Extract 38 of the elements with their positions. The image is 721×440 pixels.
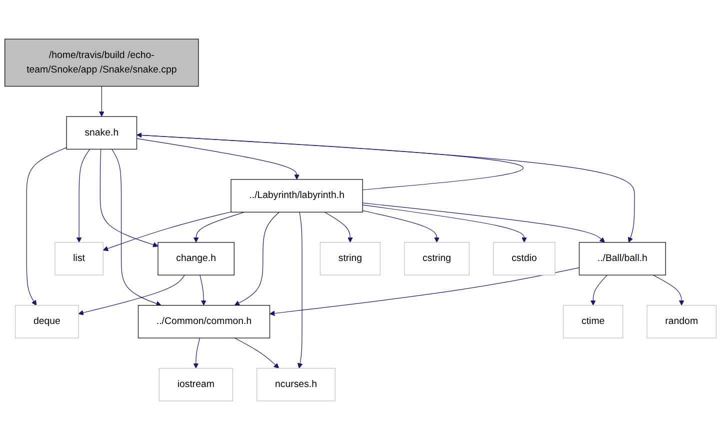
arrow bbox=[136, 138, 300, 180]
arrow bbox=[136, 134, 635, 243]
node-box: change.h bbox=[158, 242, 234, 276]
arrow bbox=[193, 338, 200, 368]
arrow bbox=[102, 212, 232, 252]
node-box: random bbox=[646, 305, 716, 338]
node-box: list bbox=[54, 242, 104, 276]
arrow bbox=[590, 274, 608, 306]
arrow bbox=[297, 212, 303, 368]
arrow bbox=[78, 274, 185, 316]
node-box: cstdio bbox=[493, 242, 556, 276]
arrow bbox=[362, 202, 605, 243]
node-box: iostream bbox=[158, 368, 233, 402]
node-box: ../Ball/ball.h bbox=[578, 242, 666, 276]
node-box: cstring bbox=[404, 242, 470, 276]
arrow bbox=[234, 338, 280, 368]
arrow bbox=[270, 267, 580, 316]
node-box: ../Common/common.h bbox=[138, 305, 270, 338]
node-box: ncurses.h bbox=[256, 368, 336, 402]
arrow bbox=[136, 132, 524, 190]
arrow bbox=[200, 274, 206, 306]
arrow bbox=[234, 212, 280, 306]
arrow bbox=[99, 86, 104, 117]
arrow bbox=[26, 147, 67, 306]
arrow bbox=[100, 148, 158, 248]
arrow bbox=[362, 204, 527, 243]
arrow bbox=[112, 148, 162, 306]
node-box: deque bbox=[15, 305, 79, 338]
node-box: ../Labyrinth/labyrinth.h bbox=[230, 179, 363, 212]
arrow bbox=[652, 274, 684, 306]
arrow bbox=[193, 212, 245, 243]
node-box: snake.h bbox=[66, 116, 138, 150]
arrow bbox=[362, 210, 440, 243]
arrow bbox=[324, 212, 353, 243]
node-box: ctime bbox=[563, 305, 624, 338]
node-box: /home/travis/build /echo-team/Snoke/app /Snake/snake.cpp bbox=[4, 38, 199, 87]
arrow bbox=[76, 148, 90, 243]
node-box: string bbox=[320, 242, 380, 276]
